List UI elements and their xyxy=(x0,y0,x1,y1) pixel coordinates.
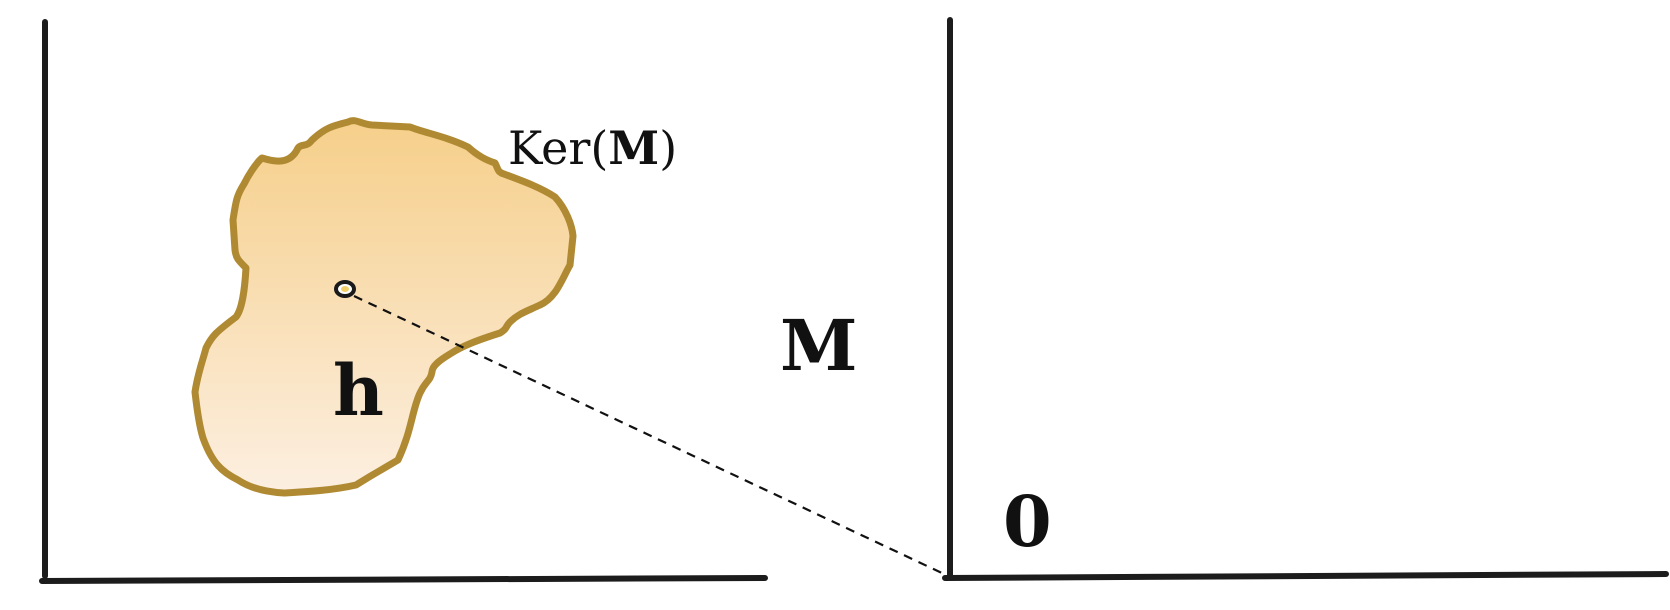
kernel-label-prefix: Ker( xyxy=(508,121,608,175)
kernel-label: Ker(M) xyxy=(508,121,677,175)
codomain-space-frame xyxy=(942,17,1669,581)
kernel-point-marker xyxy=(334,280,356,298)
zero-label: 0 xyxy=(1003,480,1052,563)
mapping-dashed-line xyxy=(353,295,945,575)
domain-space-frame xyxy=(39,19,768,584)
kernel-label-suffix: ) xyxy=(659,121,677,175)
domain-horizontal-axis xyxy=(39,575,768,584)
map-m-label: M xyxy=(780,304,858,387)
vector-h-label: h xyxy=(333,349,384,432)
codomain-horizontal-axis xyxy=(942,571,1669,581)
kernel-point-inner xyxy=(341,286,349,292)
kernel-label-symbol: M xyxy=(608,121,659,175)
kernel-region xyxy=(191,117,577,497)
